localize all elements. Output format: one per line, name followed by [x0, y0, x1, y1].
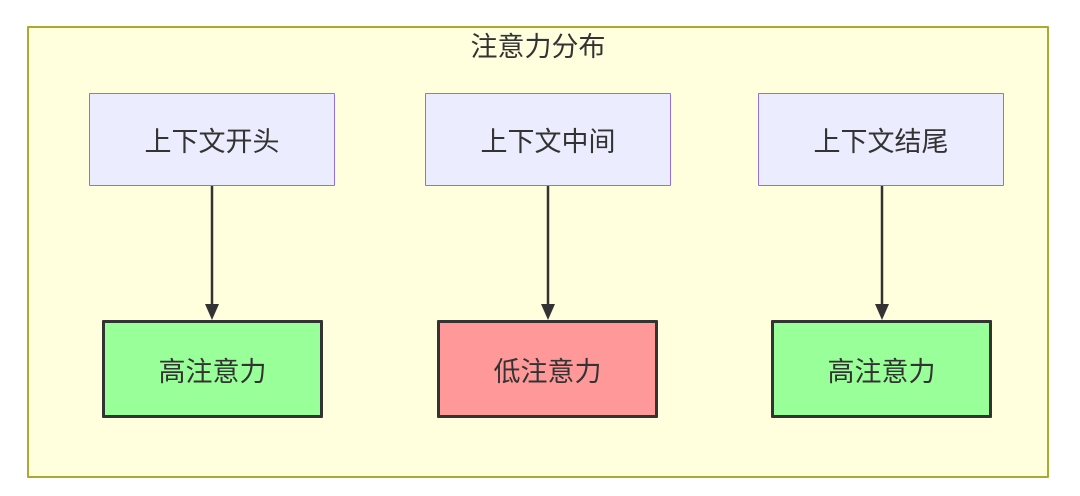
node-context-middle: 上下文中间	[425, 93, 671, 186]
node-context-beginning: 上下文开头	[89, 93, 335, 186]
edge-arrow-down-icon	[875, 186, 889, 320]
node-low-attention: 低注意力	[437, 320, 658, 418]
node-context-end: 上下文结尾	[758, 93, 1004, 186]
diagram-title: 注意力分布	[470, 32, 606, 62]
edge-arrow-down-icon	[541, 186, 555, 320]
node-high-attention-left: 高注意力	[102, 320, 323, 418]
edge-arrow-down-icon	[205, 186, 219, 320]
node-high-attention-right: 高注意力	[771, 320, 992, 418]
